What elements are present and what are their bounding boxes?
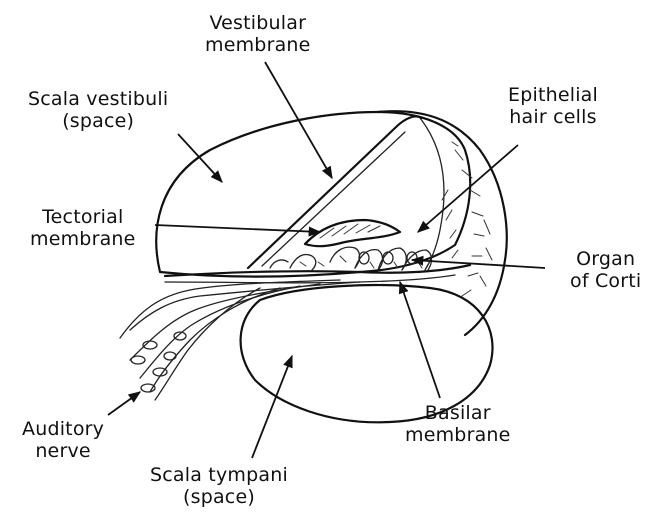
label-scala-vestibuli-line2: (space) xyxy=(28,110,168,132)
scala-vestibuli-outline xyxy=(156,112,470,277)
label-organ-of-corti-line2: of Corti xyxy=(570,270,641,292)
leader-basilar-membrane xyxy=(400,282,440,398)
label-scala-vestibuli-line1: Scala vestibuli xyxy=(28,88,168,110)
spiral-ligament-hatching xyxy=(442,142,492,296)
label-vestibular-membrane-line1: Vestibular xyxy=(205,12,311,34)
label-scala-tympani-line1: Scala tympani xyxy=(150,464,288,486)
label-vestibular-membrane-line2: membrane xyxy=(205,34,311,56)
leader-scala-vestibuli xyxy=(178,134,222,182)
label-scala-tympani: Scala tympani (space) xyxy=(150,464,288,508)
label-tectorial-membrane-line1: Tectorial xyxy=(30,206,136,228)
label-basilar-membrane-line2: membrane xyxy=(405,424,511,446)
label-scala-tympani-line2: (space) xyxy=(150,486,288,508)
label-organ-of-corti-line1: Organ xyxy=(570,248,641,270)
leader-scala-tympani xyxy=(252,356,292,458)
leader-organ-of-corti xyxy=(412,260,545,268)
label-auditory-nerve-line1: Auditory xyxy=(22,418,104,440)
spiral-ligament xyxy=(378,111,507,335)
label-tectorial-membrane: Tectorial membrane xyxy=(30,206,136,250)
tectorial-membrane-shape xyxy=(305,220,400,246)
label-basilar-membrane: Basilar membrane xyxy=(405,402,511,446)
organ-of-corti-cells xyxy=(270,247,432,270)
label-epithelial-hair-cells-line2: hair cells xyxy=(508,106,598,128)
vestibular-membrane-line-inner xyxy=(262,132,405,266)
label-epithelial-hair-cells: Epithelial hair cells xyxy=(508,84,598,128)
leader-tectorial-membrane xyxy=(155,225,320,232)
label-tectorial-membrane-line2: membrane xyxy=(30,228,136,250)
label-scala-vestibuli: Scala vestibuli (space) xyxy=(28,88,168,132)
label-basilar-membrane-line1: Basilar xyxy=(405,402,511,424)
label-epithelial-hair-cells-line1: Epithelial xyxy=(508,84,598,106)
label-auditory-nerve: Auditory nerve xyxy=(22,418,104,462)
spiral-ligament-inner-edge xyxy=(420,118,444,270)
leader-auditory-nerve xyxy=(108,392,140,415)
leader-vestibular-membrane xyxy=(265,62,332,178)
label-vestibular-membrane: Vestibular membrane xyxy=(205,12,311,56)
label-organ-of-corti: Organ of Corti xyxy=(570,248,641,292)
label-auditory-nerve-line2: nerve xyxy=(22,440,104,462)
